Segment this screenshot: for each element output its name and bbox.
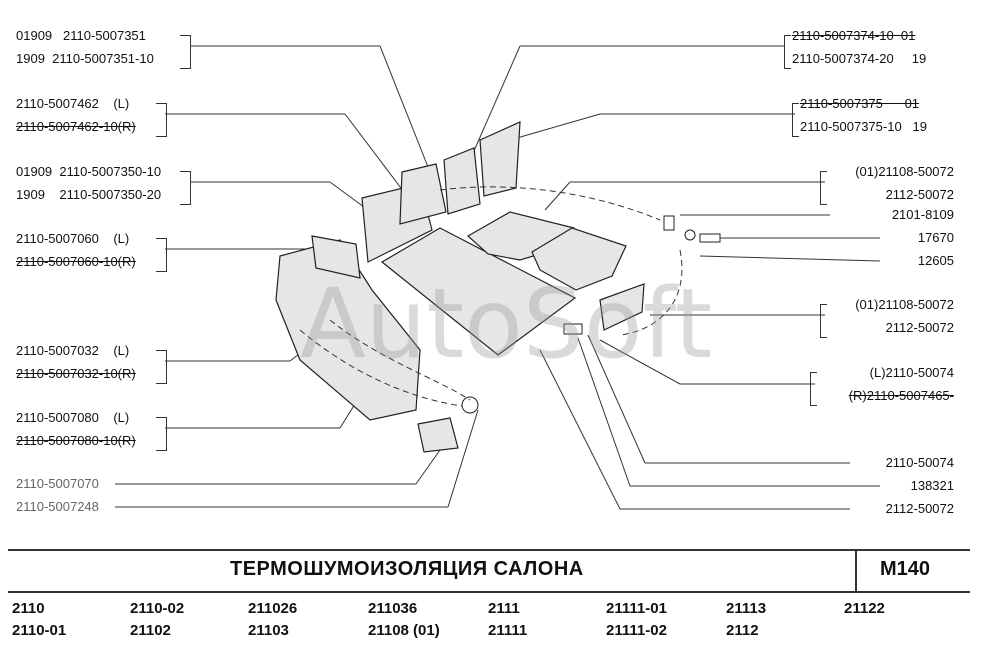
left-label-1-line1: 01909 2110-5007351	[16, 28, 146, 43]
diagram-code: M140	[880, 558, 931, 580]
model-r1-6: 21111-01	[606, 600, 667, 617]
right-bracket-2	[792, 103, 799, 137]
left-label-4-line1: 2110-5007060 (L)	[16, 231, 130, 246]
right-bracket-8	[810, 372, 817, 406]
model-r2-7: 2112	[726, 622, 759, 639]
model-r2-4: 21108 (01)	[368, 622, 440, 639]
left-label-6-line1: 2110-5007080 (L)	[16, 410, 130, 425]
left-label-3-line1: 01909 2110-5007350-10	[16, 164, 162, 179]
right-label-3-line2: 2112-50072	[885, 187, 954, 202]
right-bracket-1	[784, 35, 791, 69]
right-label-1-line1: 2110-5007374-10 01	[792, 28, 916, 43]
left-label-8: 2110-5007248	[16, 499, 99, 514]
title-bar	[8, 549, 970, 593]
right-label-6: 12605	[917, 253, 954, 268]
parts-diagram	[115, 45, 881, 510]
right-label-5: 17670	[917, 230, 954, 245]
model-r1-8: 21122	[844, 600, 885, 617]
right-label-7-line1: (01)21108-50072	[855, 297, 954, 312]
diagram-title: ТЕРМОШУМОИЗОЛЯЦИЯ САЛОНА	[230, 558, 584, 580]
right-label-8-line1: (L)2110-50074	[869, 365, 954, 380]
right-bracket-7	[820, 304, 827, 338]
left-bracket-5	[156, 350, 167, 384]
left-bracket-6	[156, 417, 167, 451]
left-label-1-line2: 1909 2110-5007351-10	[16, 51, 154, 66]
model-r2-2: 21102	[130, 622, 171, 639]
title-divider	[855, 549, 857, 591]
model-r1-1: 2110	[12, 600, 45, 617]
right-label-8-line2: (R)2110-5007465-	[848, 388, 954, 403]
left-label-3-line2: 1909 2110-5007350-20	[16, 187, 162, 202]
left-label-2-line2: 2110-5007462-10(R)	[16, 119, 136, 134]
left-label-5-line1: 2110-5007032 (L)	[16, 343, 130, 358]
right-label-10: 138321	[910, 478, 954, 493]
left-bracket-3	[180, 171, 191, 205]
model-r2-5: 21111	[488, 622, 528, 639]
model-r2-6: 21111-02	[606, 622, 667, 639]
model-r2-1: 2110-01	[12, 622, 67, 639]
right-label-11: 2112-50072	[885, 501, 954, 516]
left-bracket-1	[180, 35, 191, 69]
right-label-2-line1: 2110-5007375 01	[800, 96, 920, 111]
right-bracket-3	[820, 171, 827, 205]
left-bracket-4	[156, 238, 167, 272]
right-label-7-line2: 2112-50072	[885, 320, 954, 335]
model-r1-2: 2110-02	[130, 600, 185, 617]
left-label-7: 2110-5007070	[16, 476, 99, 491]
left-label-6-line2: 2110-5007080-10(R)	[16, 433, 136, 448]
left-label-4-line2: 2110-5007060-10(R)	[16, 254, 136, 269]
left-label-5-line2: 2110-5007032-10(R)	[16, 366, 136, 381]
model-r1-5: 2111	[488, 600, 520, 617]
right-label-3-line1: (01)21108-50072	[855, 164, 954, 179]
left-label-2-line1: 2110-5007462 (L)	[16, 96, 130, 111]
right-label-1-line2: 2110-5007374-20 19	[792, 51, 927, 66]
right-label-4: 2101-8109	[891, 207, 954, 222]
right-label-9: 2110-50074	[885, 455, 954, 470]
model-r1-7: 21113	[726, 600, 767, 617]
model-r2-3: 21103	[248, 622, 289, 639]
model-r1-3: 211026	[248, 600, 298, 617]
model-r1-4: 211036	[368, 600, 418, 617]
left-bracket-2	[156, 103, 167, 137]
right-label-2-line2: 2110-5007375-10 19	[800, 119, 927, 134]
